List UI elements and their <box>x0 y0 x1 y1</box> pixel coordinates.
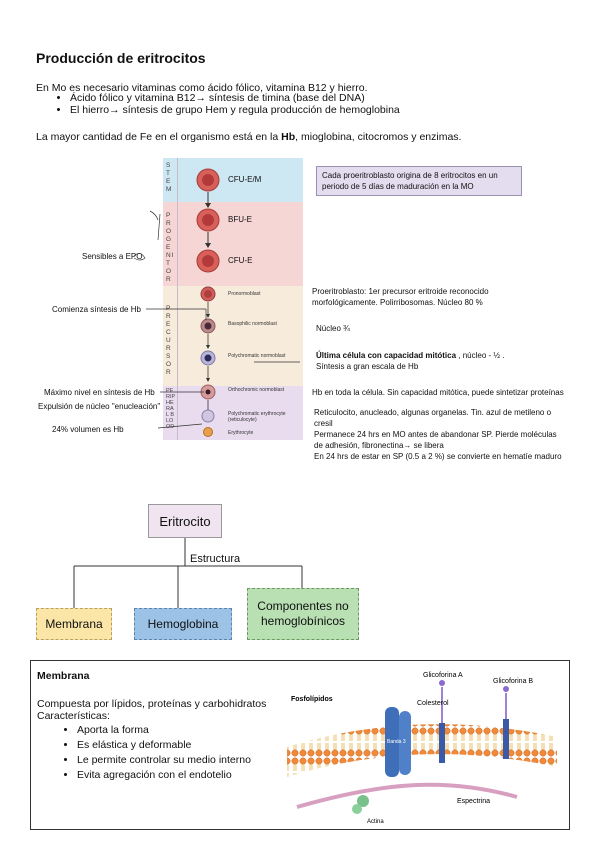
cell-label-reticulocyte: Polychromatic erythrocyte (reticulocyte) <box>228 411 286 423</box>
cell-label-cfu-em: CFU-E/M <box>228 175 262 184</box>
membrane-illustration: Fosfolípidos Glicoforina A Glicoforina B… <box>287 672 557 825</box>
intro-text: En Mo es necesario vitaminas como ácido … <box>36 82 368 94</box>
band3-protein <box>385 707 411 777</box>
cell-label-basophilic: Basophilic normoblast <box>228 321 277 327</box>
root-node-eritrocito: Eritrocito <box>148 504 222 538</box>
note-reti-1: Reticulocito, anucleado, algunas organel… <box>314 408 552 417</box>
note-hb-start: Comienza síntesis de Hb <box>52 305 141 314</box>
label-colesterol: Colesterol <box>417 700 449 707</box>
lipid-bilayer <box>287 724 557 777</box>
membrana-heading: Membrana <box>37 670 90 682</box>
node-membrana: Membrana <box>36 608 112 640</box>
stage-label-column <box>163 158 178 440</box>
glycophorin-a <box>439 680 445 763</box>
spectrin-filament <box>296 782 518 809</box>
note-enucleation: Expulsión de núcleo "enucleación" <box>38 402 161 411</box>
cell-label-polychromatic: Polychromatic normoblast <box>228 353 286 359</box>
list-item: Ácido fólico y vitamina B12→ síntesis de… <box>70 92 400 104</box>
pronormoblast-cell <box>200 286 216 302</box>
note-baso: Núcleo ¾ <box>316 324 350 333</box>
note-epo: Sensibles a EPO <box>82 252 143 261</box>
label-glicoforina-b: Glicoforina B <box>493 678 533 685</box>
precursor-band <box>163 286 303 386</box>
label-fosfolipidos: Fosfolípidos <box>291 696 333 703</box>
note-hb-max: Máximo nivel en síntesis de Hb <box>44 388 155 397</box>
tree-lines <box>73 537 303 608</box>
note-poly-1: Última célula con capacidad mitótica , n… <box>316 351 505 360</box>
actin-node <box>357 795 369 807</box>
list-item: Le permite controlar su medio interno <box>77 753 251 768</box>
stem-label: STEM <box>166 162 173 193</box>
label-banda: Banda 3 <box>387 739 406 745</box>
note-ortho: Hb en toda la célula. Sin capacidad mitó… <box>312 388 564 397</box>
progenitor-band <box>163 202 303 286</box>
note-reti-2: cresil <box>314 419 333 428</box>
edge-label-estructura: Estructura <box>190 553 241 565</box>
cell-lineage-svg <box>196 168 220 437</box>
cfu-em-cell <box>196 168 220 192</box>
note-hb-volume: 24% volumen es Hb <box>52 425 124 434</box>
bfu-e-cell <box>196 208 220 232</box>
basophilic-cell <box>200 318 216 334</box>
peripheral-band <box>163 386 303 440</box>
cfu-e-cell <box>196 249 220 273</box>
membrana-line1: Compuesta por lípidos, proteínas y carbo… <box>37 698 267 710</box>
polychromatic-cell <box>200 350 216 366</box>
cell-label-pronormoblast: Pronormoblast <box>228 291 261 297</box>
note-pro-2: morfológicamente. Polirribosomas. Núcleo… <box>312 298 483 307</box>
connector-lines <box>133 210 300 429</box>
note-poly-2: Síntesis a gran escala de Hb <box>316 362 419 371</box>
progenitor-label: PROGENITOR <box>166 212 175 283</box>
cell-label-cfu-e: CFU-E <box>228 256 253 265</box>
membrana-line2: Características: <box>37 710 110 722</box>
note-pro-1: Proeritroblasto: 1er precursor eritroide… <box>312 287 489 296</box>
list-item: El hierro→ síntesis de grupo Hem y regul… <box>70 104 400 116</box>
maturation-callout: Cada proeritroblasto origina de 8 eritro… <box>316 166 522 196</box>
reticulocyte-cell <box>201 409 215 423</box>
note-reti-4: de adhesión, fibronectina→ se libera <box>314 441 444 450</box>
cell-label-orthochromic: Orthochromic normoblast <box>228 387 285 393</box>
list-item: Evita agregación con el endotelio <box>77 768 251 783</box>
node-componentes: Componentes no hemoglobínicos <box>247 588 359 640</box>
cell-label-bfu-e: BFU-E <box>228 215 252 224</box>
fe-text: La mayor cantidad de Fe en el organismo … <box>36 131 462 143</box>
label-espectrina: Espectrina <box>457 798 490 805</box>
note-reti-3: Permanece 24 hrs en MO antes de abandona… <box>314 430 557 439</box>
membrana-list: Aporta la forma Es elástica y deformable… <box>37 723 251 783</box>
list-item: Es elástica y deformable <box>77 738 251 753</box>
node-hemoglobina: Hemoglobina <box>134 608 232 640</box>
label-actina: Actina <box>367 819 384 825</box>
vitamin-list: Ácido fólico y vitamina B12→ síntesis de… <box>36 92 400 116</box>
glycophorin-b <box>503 686 509 759</box>
list-item: Aporta la forma <box>77 723 251 738</box>
page-title: Producción de eritrocitos <box>36 50 206 66</box>
note-reti-5: En 24 hrs de estar en SP (0.5 a 2 %) se … <box>314 452 562 461</box>
erythrocyte-cell <box>203 427 213 437</box>
membrana-section: Membrana Compuesta por lípidos, proteína… <box>30 660 570 830</box>
cell-label-erythrocyte: Erythrocyte <box>228 430 254 436</box>
stem-band <box>163 158 303 202</box>
precursor-label: PRECURSOR <box>166 305 173 376</box>
label-glicoforina-a: Glicoforina A <box>423 672 463 679</box>
